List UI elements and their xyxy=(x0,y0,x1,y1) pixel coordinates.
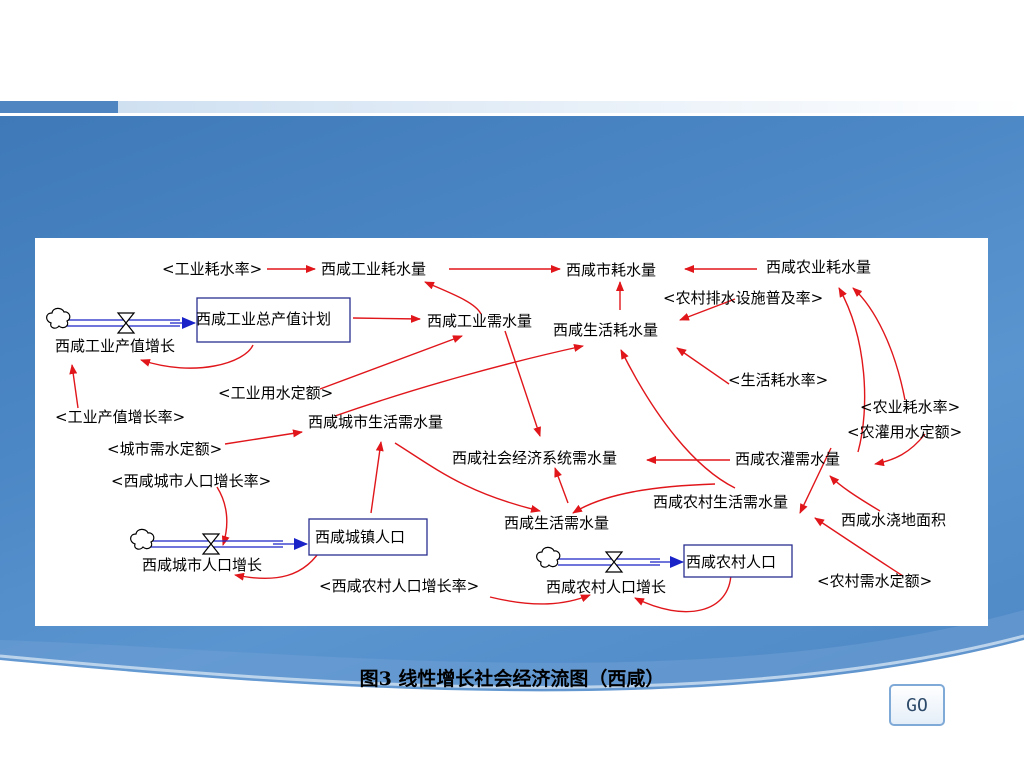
stock-box-town-population xyxy=(308,518,428,556)
label-irrig-demand: 西咸农灌需水量 xyxy=(735,450,840,468)
go-button[interactable]: GO xyxy=(889,684,945,726)
label-urban-life-demand: 西咸城市生活需水量 xyxy=(308,413,443,431)
label-rural-pop-growth: 西咸农村人口增长 xyxy=(546,578,666,596)
valve-icon xyxy=(116,312,136,334)
label-ind-demand: 西咸工业需水量 xyxy=(427,312,532,330)
label-agri-consume: 西咸农业耗水量 xyxy=(766,258,871,276)
label-life-rate: <生活耗水率> xyxy=(728,371,828,389)
label-urban-quota: <城市需水定额> xyxy=(107,440,222,458)
label-ind-growth-rate: <工业产值增长率> xyxy=(55,408,185,426)
cloud-icons xyxy=(46,307,561,568)
causal-links xyxy=(69,265,926,613)
label-town-pop: 西咸城镇人口 xyxy=(315,528,405,546)
label-rural-pop-rate: <西咸农村人口增长率> xyxy=(319,577,479,595)
label-rural-pop: 西咸农村人口 xyxy=(686,553,776,571)
valve-icons xyxy=(116,312,624,573)
label-rural-quota: <农村需水定额> xyxy=(817,572,932,590)
label-irrig-quota: <农灌用水定额> xyxy=(847,423,962,441)
label-socio-demand: 西咸社会经济系统需水量 xyxy=(452,449,617,467)
label-agri-rate: <农业耗水率> xyxy=(860,398,960,416)
label-urban-pop-growth: 西咸城市人口增长 xyxy=(142,556,262,574)
label-life-demand: 西咸生活需水量 xyxy=(504,514,609,532)
cloud-icon xyxy=(130,528,155,550)
stock-flow-diagram: <工业耗水率> 西咸工业耗水量 西咸市耗水量 西咸农业耗水量 <农村排水设施普及… xyxy=(35,238,988,626)
label-ind-growth: 西咸工业产值增长 xyxy=(55,337,175,355)
stock-box-industrial-output xyxy=(196,297,351,343)
valve-icon xyxy=(201,533,221,555)
flow-pipes xyxy=(65,317,684,568)
label-ind-consume: 西咸工业耗水量 xyxy=(321,260,426,278)
label-ind-rate: <工业耗水率> xyxy=(162,260,262,278)
label-rural-drain: <农村排水设施普及率> xyxy=(663,289,823,307)
label-ind-output: 西咸工业总产值计划 xyxy=(196,310,331,328)
cloud-icon xyxy=(536,546,561,568)
label-urban-pop-rate: <西咸城市人口增长率> xyxy=(111,472,271,490)
label-life-consume: 西咸生活耗水量 xyxy=(553,321,658,339)
header-bar xyxy=(0,101,1024,113)
label-rural-life-demand: 西咸农村生活需水量 xyxy=(653,493,788,511)
diagram-labels: <工业耗水率> 西咸工业耗水量 西咸市耗水量 西咸农业耗水量 <农村排水设施普及… xyxy=(55,258,962,596)
valve-icon xyxy=(604,551,624,573)
stock-boxes xyxy=(196,297,793,578)
label-city-consume: 西咸市耗水量 xyxy=(566,261,656,279)
figure-caption: 图3 线性增长社会经济流图（西咸） xyxy=(359,668,665,690)
label-ind-water-quota: <工业用水定额> xyxy=(218,384,333,402)
cloud-icon xyxy=(46,307,71,329)
stock-box-rural-population xyxy=(683,544,793,578)
header-divider xyxy=(0,113,1024,116)
label-irrig-area: 西咸水浇地面积 xyxy=(841,511,946,529)
